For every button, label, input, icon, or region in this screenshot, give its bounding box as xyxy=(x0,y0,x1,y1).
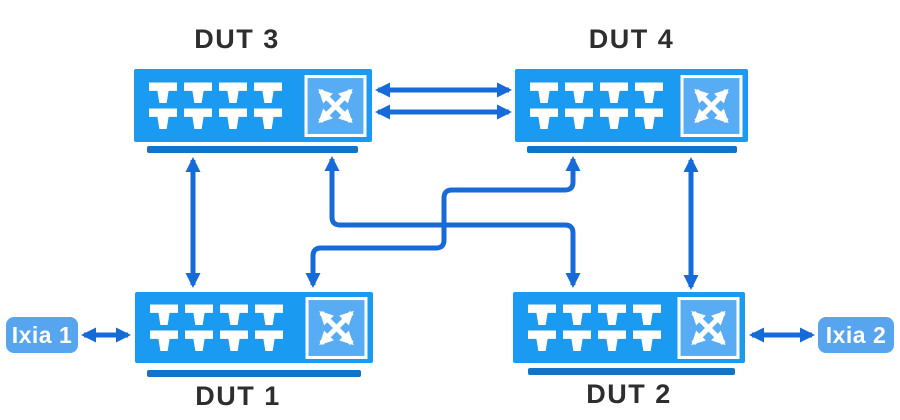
port-icon xyxy=(185,330,213,351)
dut2-switch-icon xyxy=(513,292,745,363)
port-icon xyxy=(563,304,591,325)
port-icon xyxy=(254,108,282,129)
port-icon xyxy=(220,330,248,351)
link-dut4-dut1 xyxy=(305,156,581,288)
port-icon xyxy=(219,82,247,103)
port-icon xyxy=(598,304,626,325)
port-icon xyxy=(528,304,556,325)
dut3-switch-icon xyxy=(134,69,372,142)
port-icon xyxy=(149,108,177,129)
port-icon xyxy=(150,304,178,325)
crossed-arrows-icon xyxy=(304,74,367,137)
dut4-switch-icon xyxy=(515,69,748,142)
port-icon xyxy=(220,304,248,325)
port-icon xyxy=(184,108,212,129)
port-icon xyxy=(530,82,558,103)
port-icon xyxy=(184,82,212,103)
dut3-ports xyxy=(149,82,283,129)
dut3-underline-bar xyxy=(147,146,358,153)
ixia2-box: Ixia 2 xyxy=(818,317,894,353)
port-icon xyxy=(149,82,177,103)
port-icon xyxy=(633,330,661,351)
dut2-label: DUT 2 xyxy=(586,379,672,409)
port-icon xyxy=(635,108,663,129)
dut4-underline-bar xyxy=(527,146,737,153)
dut1-ports xyxy=(150,304,284,351)
dut2-underline-bar xyxy=(528,368,735,375)
crossed-arrows-icon xyxy=(677,296,740,359)
port-icon xyxy=(528,330,556,351)
link-dut3-dut2 xyxy=(324,156,581,288)
port-icon xyxy=(563,330,591,351)
dut1-switch-icon xyxy=(135,292,373,363)
dut1-underline-bar xyxy=(147,370,361,377)
port-icon xyxy=(255,330,283,351)
dut4-label: DUT 4 xyxy=(588,24,675,54)
port-icon xyxy=(185,304,213,325)
port-icon xyxy=(565,82,593,103)
port-icon xyxy=(219,108,247,129)
ixia1-box: Ixia 1 xyxy=(6,317,78,353)
port-icon xyxy=(530,108,558,129)
crossed-arrows-icon xyxy=(305,296,368,359)
port-icon xyxy=(598,330,626,351)
port-icon xyxy=(600,108,628,129)
port-icon xyxy=(633,304,661,325)
port-icon xyxy=(600,82,628,103)
dut2-ports xyxy=(528,304,662,351)
crossed-arrows-icon xyxy=(680,74,743,137)
port-icon xyxy=(635,82,663,103)
port-icon xyxy=(565,108,593,129)
dut4-ports xyxy=(530,82,664,129)
dut1-label: DUT 1 xyxy=(195,381,281,411)
port-icon xyxy=(254,82,282,103)
port-icon xyxy=(255,304,283,325)
dut3-label: DUT 3 xyxy=(194,24,280,54)
port-icon xyxy=(150,330,178,351)
